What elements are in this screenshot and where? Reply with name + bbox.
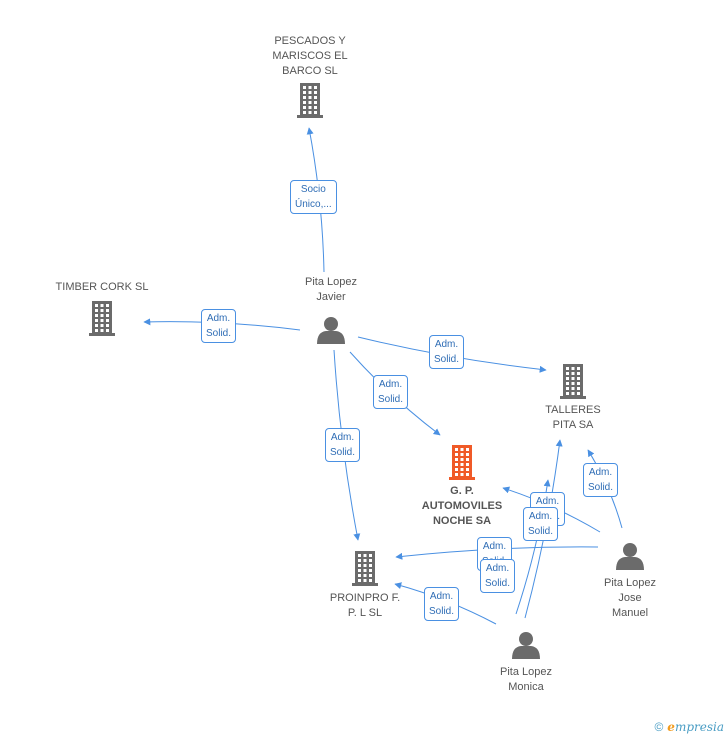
building-icon-proinpro[interactable] [352, 551, 378, 586]
edge-label-monica-to-talleres[interactable]: Adm. Solid. [523, 507, 559, 541]
person-icon-javier[interactable] [317, 317, 345, 344]
building-icon-talleres[interactable] [560, 364, 586, 399]
building-icon-pescados[interactable] [297, 83, 323, 118]
footer-brand[interactable]: ©empresia [654, 720, 724, 734]
edge-label-javier-to-gp[interactable]: Adm. Solid. [373, 375, 409, 409]
edge-label-monica-to-gp[interactable]: Adm. Solid. [480, 559, 516, 593]
edge-label-javier-to-proinpro[interactable]: Adm. Solid. [325, 428, 361, 462]
edge-label-javier-to-pescados[interactable]: Socio Único,... [290, 180, 337, 214]
node-label-proinpro[interactable]: PROINPRO F. P. L SL [329, 592, 401, 619]
edge-label-jose-to-talleres[interactable]: Adm. Solid. [583, 463, 619, 497]
node-label-timber[interactable]: TIMBER CORK SL [55, 281, 149, 293]
node-label-talleres[interactable]: TALLERES PITA SA [545, 404, 601, 431]
brand-logo: empresia [667, 720, 724, 734]
building-icon-gp[interactable] [449, 445, 475, 480]
edge-label-javier-to-timber[interactable]: Adm. Solid. [201, 309, 237, 343]
building-icon-timber[interactable] [89, 301, 115, 336]
copyright-icon: © [654, 720, 664, 734]
person-icon-monica[interactable] [512, 632, 540, 659]
node-label-jose[interactable]: Pita Lopez Jose Manuel [604, 577, 656, 619]
icons-layer [89, 83, 644, 659]
node-label-pescados[interactable]: PESCADOS Y MARISCOS EL BARCO SL [272, 35, 348, 77]
edge-label-javier-to-talleres[interactable]: Adm. Solid. [429, 335, 465, 369]
person-icon-jose[interactable] [616, 543, 644, 570]
node-label-monica[interactable]: Pita Lopez Monica [500, 666, 552, 693]
node-label-gp[interactable]: G. P. AUTOMOVILES NOCHE SA [421, 485, 503, 527]
node-label-javier[interactable]: Pita Lopez Javier [305, 276, 357, 303]
edge-label-monica-to-proinpro[interactable]: Adm. Solid. [424, 587, 460, 621]
